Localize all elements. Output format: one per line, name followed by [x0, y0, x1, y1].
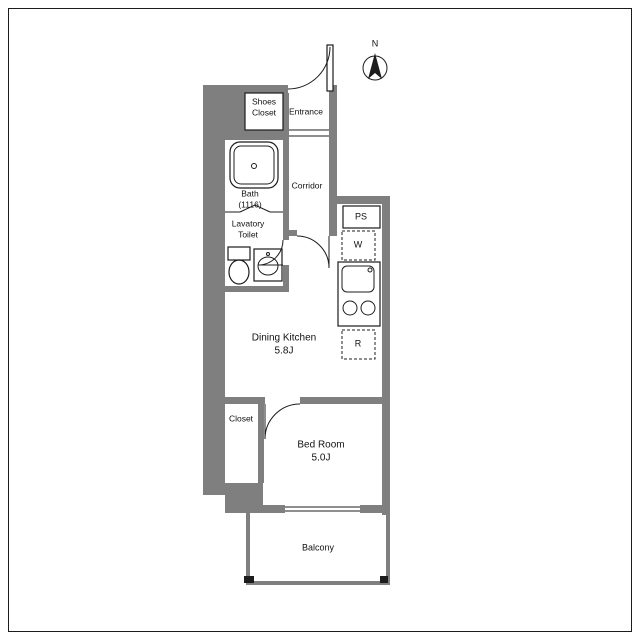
bath-door	[225, 204, 283, 213]
entrance-step-lines	[289, 129, 329, 137]
shoes-closet-box	[244, 92, 284, 131]
kitchen-counter	[337, 261, 381, 327]
corridor-text: Corridor	[291, 180, 323, 191]
shoes-closet-line1: Shoes	[251, 96, 277, 107]
lavatory-label: Lavatory Toilet	[232, 218, 265, 239]
compass-needle	[368, 53, 382, 79]
bedroom-label: Bed Room 5.0J	[297, 440, 344, 465]
refrigerator-space-box	[341, 329, 376, 360]
walls	[203, 85, 390, 515]
shoes-closet-label: Shoes Closet	[252, 96, 276, 117]
dining-kitchen-line2: 5.8J	[274, 345, 294, 356]
dining-kitchen-line1: Dining Kitchen	[251, 332, 317, 344]
compass-north-label: N	[372, 38, 379, 49]
bath-line1: Bath	[241, 188, 259, 199]
bath-label: Bath (1116)	[238, 188, 261, 209]
pipe-space-box	[342, 205, 381, 229]
toilet	[227, 246, 251, 285]
corridor-door	[296, 235, 330, 269]
lavatory-line2: Toilet	[238, 229, 258, 239]
balcony-text: Balcony	[301, 542, 335, 553]
balcony-outline	[244, 513, 390, 585]
shoes-closet-line2: Closet	[251, 107, 277, 117]
entrance-text: Entrance	[288, 106, 324, 117]
balcony-corner-mark-right	[380, 576, 388, 583]
balcony-window	[285, 506, 360, 512]
entrance-door	[287, 44, 334, 92]
bath-line2: (1116)	[238, 199, 262, 209]
pipe-space-text: PS	[354, 211, 368, 222]
corridor-label: Corridor	[292, 181, 323, 192]
washer-label: W	[354, 239, 363, 250]
refrigerator-label: R	[355, 338, 362, 349]
washer-space-box	[341, 230, 376, 261]
closet-label: Closet	[229, 414, 253, 425]
pipe-space-label: PS	[355, 211, 367, 222]
bath-tub	[229, 141, 279, 189]
entrance-label: Entrance	[289, 107, 323, 118]
dining-kitchen-label: Dining Kitchen 5.8J	[252, 333, 316, 358]
closet-text: Closet	[228, 413, 254, 424]
compass-north-text: N	[371, 38, 379, 49]
bedroom-line2: 5.0J	[311, 452, 331, 463]
balcony-corner-mark-left	[244, 576, 254, 583]
bedroom-line1: Bed Room	[297, 439, 345, 451]
balcony-label: Balcony	[302, 542, 334, 553]
refrigerator-text: R	[354, 338, 362, 349]
lavatory-door	[257, 239, 284, 266]
bedroom-door	[264, 403, 301, 440]
compass	[362, 53, 388, 81]
lavatory-line1: Lavatory	[231, 218, 265, 229]
washer-text: W	[353, 239, 363, 250]
image-border	[8, 8, 632, 632]
